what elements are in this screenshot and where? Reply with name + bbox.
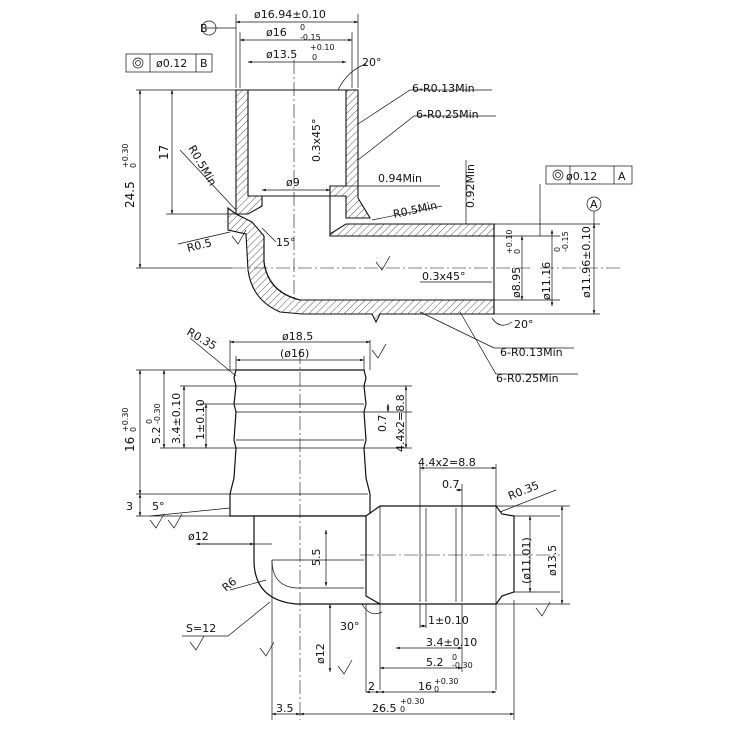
dia-9: ø9: [286, 176, 300, 189]
dia-13-5-right: ø13.5: [546, 545, 559, 576]
angle-20-top: 20°: [362, 56, 382, 69]
len-1: 1±0.10: [194, 399, 207, 440]
len-16-tol-dn: 0: [129, 427, 138, 432]
r-3-4-h: 3.4±0.10: [426, 636, 477, 649]
s-12: S=12: [186, 622, 216, 635]
len-26-5: 26.5: [372, 702, 397, 715]
dia-16-tol-dn: -0.15: [300, 33, 321, 42]
fcf-a-ref: A: [618, 170, 626, 183]
r094: 0.94Min: [378, 172, 422, 185]
r-0-7-h: 0.7: [442, 478, 460, 491]
dia-11-01-ref: (ø11.01): [520, 537, 533, 584]
len-16: 16: [123, 437, 137, 452]
r-5-2-h: 5.2: [426, 656, 444, 669]
len-3-4: 3.4±0.10: [170, 393, 183, 444]
len-2: 2: [368, 680, 375, 693]
r-16-h: 16: [418, 680, 432, 693]
r-5-2-h-tol-up: 0: [452, 653, 457, 662]
len-26-5-tol-up: +0.30: [400, 697, 425, 706]
angle-30: 30°: [340, 620, 360, 633]
roughness-symbols: [149, 229, 551, 675]
dia-12-bottom: ø12: [314, 643, 327, 664]
r-4-4x2-h: 4.4x2=8.8: [418, 456, 476, 469]
r-16-h-tol-dn: 0: [434, 685, 439, 694]
height-24-5: 24.5: [123, 181, 137, 208]
dia-13-5-tol-up: +0.10: [310, 43, 335, 52]
dia-16-tol-up: 0: [300, 23, 305, 32]
dia-16-ref: (ø16): [280, 347, 309, 360]
r013-right: 6-R0.13Min: [500, 346, 563, 359]
len-5-2-tol-dn: -0.30: [153, 403, 162, 424]
dia-outer-label: ø16.94±0.10: [254, 8, 326, 21]
dia-8-95: ø8.95: [510, 267, 523, 298]
r05-left: R0.5: [186, 236, 214, 255]
dia-11-96: ø11.96±0.10: [580, 226, 593, 298]
bottom-exterior-view: [229, 350, 560, 720]
r-16-h-tol-up: +0.30: [434, 677, 459, 686]
r05-min-mid: R0.5Min: [392, 199, 438, 221]
len-3-5: 3.5: [276, 702, 294, 715]
r092: 0.92Min: [464, 164, 477, 208]
r025-right: 6-R0.25Min: [496, 372, 559, 385]
len-16-tol-up: +0.30: [121, 407, 130, 432]
angle-5: 5°: [152, 500, 165, 513]
vertical-wall-right: [329, 89, 371, 219]
dia-12-left: ø12: [188, 530, 209, 543]
dia-8-95-tol-dn: 0: [513, 249, 522, 254]
dia-16-label: ø16: [266, 26, 287, 39]
datum-b-label: B: [200, 22, 208, 35]
r025-top: 6-R0.25Min: [416, 108, 479, 121]
dia-8-95-tol-up: +0.10: [505, 229, 514, 254]
len-5-2-tol-up: 0: [145, 419, 154, 424]
angle-20-right: 20°: [514, 318, 534, 331]
vertical-wall-left: [235, 89, 263, 215]
r6: R6: [220, 575, 240, 594]
datum-a: A: [590, 198, 598, 211]
height-24-5-tol-up: +0.30: [121, 143, 130, 168]
len-5-2: 5.2: [150, 427, 163, 445]
chamfer-top: 0.3x45°: [310, 118, 323, 162]
dia-11-16-tol-up: 0: [553, 247, 562, 252]
len-26-5-tol-dn: 0: [400, 705, 405, 714]
fcf-a-value: ø0.12: [566, 170, 597, 183]
dia-13-5-tol-dn: 0: [312, 53, 317, 62]
len-4-4x2: 4.4x2=8.8: [394, 394, 407, 452]
r035-right: R0.35: [506, 479, 541, 503]
r05-min-left: R0.5Min: [185, 143, 219, 188]
r035-top: R0.35: [185, 325, 219, 352]
fcf-b-value: ø0.12: [156, 57, 187, 70]
r013-top: 6-R0.13Min: [412, 82, 475, 95]
dia-11-16-tol-dn: -0.15: [561, 231, 570, 252]
chamfer-right: 0.3x45°: [422, 270, 466, 283]
dia-13-5-label: ø13.5: [266, 48, 297, 61]
height-24-5-tol-dn: 0: [129, 163, 138, 168]
angle-15: 15°: [276, 236, 296, 249]
fcf-b-ref: B: [200, 57, 208, 70]
top-section-view: [227, 60, 620, 324]
dia-11-16: ø11.16: [540, 262, 553, 300]
len-3: 3: [126, 500, 133, 513]
len-5-5: 5.5: [310, 549, 323, 567]
r-5-2-h-tol-dn: -0.30: [452, 661, 473, 670]
r-1-h: 1±0.10: [428, 614, 469, 627]
dia-18-5: ø18.5: [282, 330, 313, 343]
len-0-7: 0.7: [376, 415, 389, 433]
top-dimension-lines: [125, 14, 633, 375]
bottom-dimension-lines: [136, 337, 570, 720]
height-17: 17: [157, 145, 171, 160]
